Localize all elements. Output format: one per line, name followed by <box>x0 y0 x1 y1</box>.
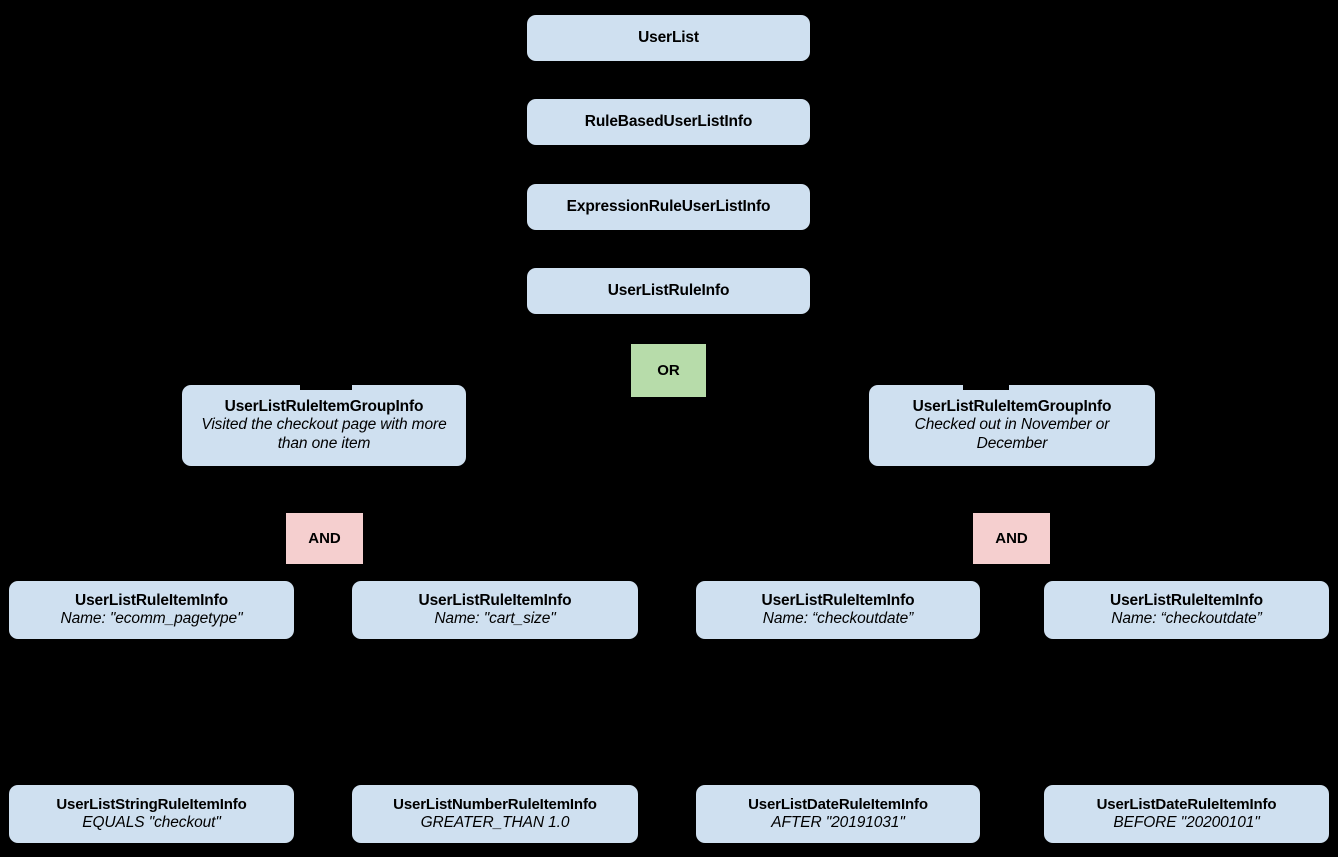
node-leaf-number-rule[interactable]: UserListNumberRuleItemInfo GREATER_THAN … <box>352 785 638 843</box>
connector-notch <box>963 384 1009 390</box>
operator-label: AND <box>308 529 341 547</box>
node-title: UserListNumberRuleItemInfo <box>393 796 597 814</box>
node-title: UserListRuleItemGroupInfo <box>912 398 1112 416</box>
operator-label: OR <box>657 361 680 379</box>
node-subtitle: EQUALS "checkout" <box>82 813 221 831</box>
node-title: UserListStringRuleItemInfo <box>56 796 247 814</box>
node-title: UserListRuleItemInfo <box>418 591 572 609</box>
node-group-right[interactable]: UserListRuleItemGroupInfo Checked out in… <box>869 385 1155 466</box>
node-title: UserListRuleItemInfo <box>761 591 915 609</box>
node-title: UserListRuleItemInfo <box>75 591 228 609</box>
node-group-left[interactable]: UserListRuleItemGroupInfo Visited the ch… <box>182 385 466 466</box>
operator-node-and-left[interactable]: AND <box>286 513 363 564</box>
node-rule-item-2[interactable]: UserListRuleItemInfo Name: "cart_size" <box>352 581 638 639</box>
node-rulebaseduserlistinfo[interactable]: RuleBasedUserListInfo <box>527 99 810 145</box>
node-subtitle: Name: “checkoutdate” <box>1111 610 1262 627</box>
connector-notch <box>300 384 352 390</box>
node-subtitle: Visited the checkout page with more than… <box>201 416 447 452</box>
operator-node-or[interactable]: OR <box>631 344 706 397</box>
node-title: UserListRuleInfo <box>607 281 730 299</box>
node-title: RuleBasedUserListInfo <box>584 112 753 130</box>
node-leaf-date-rule-before[interactable]: UserListDateRuleItemInfo BEFORE "2020010… <box>1044 785 1329 843</box>
node-rule-item-3[interactable]: UserListRuleItemInfo Name: “checkoutdate… <box>696 581 980 639</box>
node-expressionruleuserlistinfo[interactable]: ExpressionRuleUserListInfo <box>527 184 810 230</box>
node-subtitle: Checked out in November or December <box>914 416 1110 452</box>
node-rule-item-1[interactable]: UserListRuleItemInfo Name: "ecomm_pagety… <box>9 581 294 639</box>
node-subtitle: Name: “checkoutdate” <box>762 610 914 627</box>
node-title: UserListRuleItemGroupInfo <box>224 398 424 416</box>
node-subtitle: BEFORE "20200101" <box>1113 813 1260 831</box>
operator-node-and-right[interactable]: AND <box>973 513 1050 564</box>
node-title: UserList <box>638 28 699 46</box>
node-rule-item-4[interactable]: UserListRuleItemInfo Name: “checkoutdate… <box>1044 581 1329 639</box>
node-title: UserListRuleItemInfo <box>1110 591 1263 609</box>
node-title: UserListDateRuleItemInfo <box>748 796 928 814</box>
node-userlist[interactable]: UserList <box>527 15 810 61</box>
node-subtitle: AFTER "20191031" <box>771 813 905 831</box>
node-subtitle: GREATER_THAN 1.0 <box>420 813 570 831</box>
node-subtitle: Name: "cart_size" <box>434 610 556 627</box>
node-leaf-date-rule-after[interactable]: UserListDateRuleItemInfo AFTER "20191031… <box>696 785 980 843</box>
node-leaf-string-rule[interactable]: UserListStringRuleItemInfo EQUALS "check… <box>9 785 294 843</box>
node-title: ExpressionRuleUserListInfo <box>566 197 771 215</box>
node-title: UserListDateRuleItemInfo <box>1096 796 1277 814</box>
node-subtitle: Name: "ecomm_pagetype" <box>60 610 243 627</box>
operator-label: AND <box>995 529 1028 547</box>
node-userlistruleinfo[interactable]: UserListRuleInfo <box>527 268 810 314</box>
